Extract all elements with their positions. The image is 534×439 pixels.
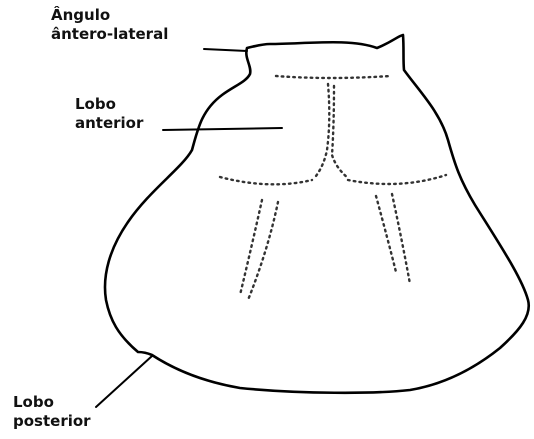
pronotum-outline — [105, 35, 529, 393]
label-anterolateral-angle: Ângulo ântero-lateral — [51, 6, 168, 44]
label-anterolateral-angle-line2: ântero-lateral — [51, 25, 168, 44]
label-posterior-lobe-line1: Lobo — [13, 393, 91, 412]
label-anterior-lobe: Lobo anterior — [75, 95, 143, 133]
leader-line-posterior — [96, 356, 152, 407]
sulcus-dots — [220, 76, 446, 300]
label-anterolateral-angle-line1: Ângulo — [51, 6, 168, 25]
label-posterior-lobe-line2: posterior — [13, 412, 91, 431]
leader-line-anterior — [163, 128, 282, 130]
label-posterior-lobe: Lobo posterior — [13, 393, 91, 431]
leader-line-angle — [204, 49, 247, 51]
label-anterior-lobe-line1: Lobo — [75, 95, 143, 114]
label-anterior-lobe-line2: anterior — [75, 114, 143, 133]
